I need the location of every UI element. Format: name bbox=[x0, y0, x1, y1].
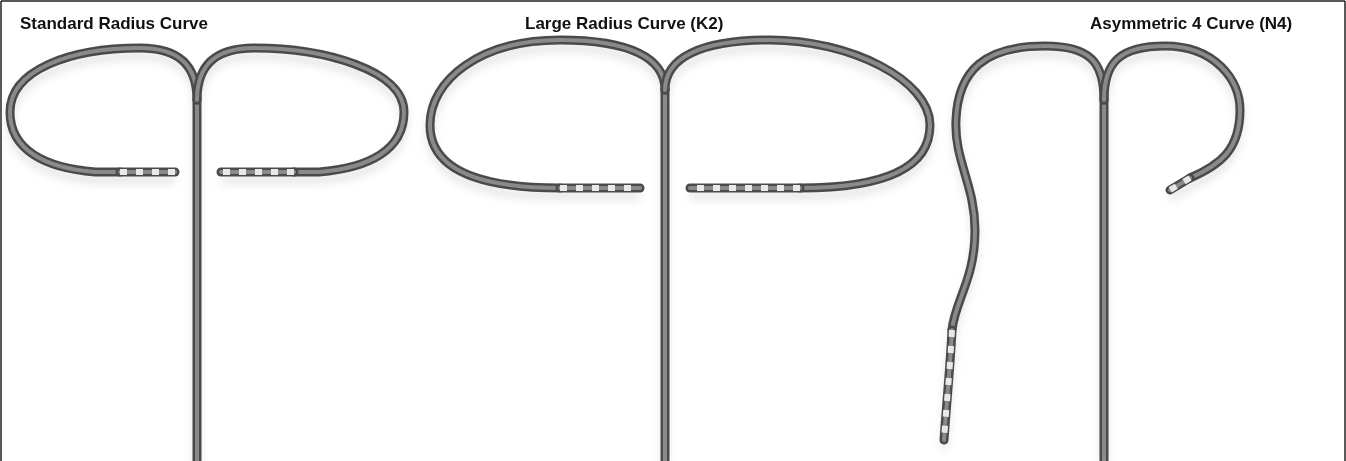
catheter-tubes bbox=[10, 40, 1240, 461]
catheter-shadow bbox=[10, 48, 1240, 461]
curve-title: Asymmetric 4 Curve (N4) bbox=[1090, 14, 1292, 34]
curve-title: Standard Radius Curve bbox=[20, 14, 208, 34]
curve-title: Large Radius Curve (K2) bbox=[525, 14, 723, 34]
